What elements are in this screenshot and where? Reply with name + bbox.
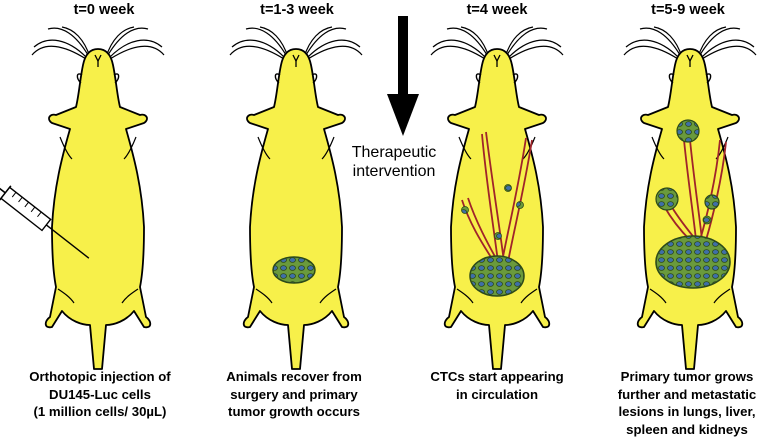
stage-3-caption: CTCs start appearing in circulation (430, 369, 564, 402)
stage-3-title: t=4 week (466, 2, 528, 18)
mouse-icon (229, 26, 363, 370)
down-arrow-icon (387, 16, 419, 136)
stage-1-title: t=0 week (73, 2, 135, 18)
mouse-icon (31, 26, 165, 370)
syringe-icon (0, 178, 90, 259)
stage-4-caption: Primary tumor grows further and metastat… (617, 369, 757, 437)
tumor-icon (461, 184, 525, 297)
stage-2-title: t=1-3 week (260, 2, 334, 18)
intervention-label: Therapeutic intervention (351, 144, 437, 180)
stage-1-caption: Orthotopic injection of DU145-Luc cells … (29, 369, 171, 419)
mouse-icon (430, 26, 564, 370)
tumor-icon (655, 119, 731, 289)
tumor-icon (272, 256, 316, 284)
stage-4-title: t=5-9 week (651, 2, 725, 18)
stage-2-caption: Animals recover from surgery and primary… (226, 369, 362, 419)
